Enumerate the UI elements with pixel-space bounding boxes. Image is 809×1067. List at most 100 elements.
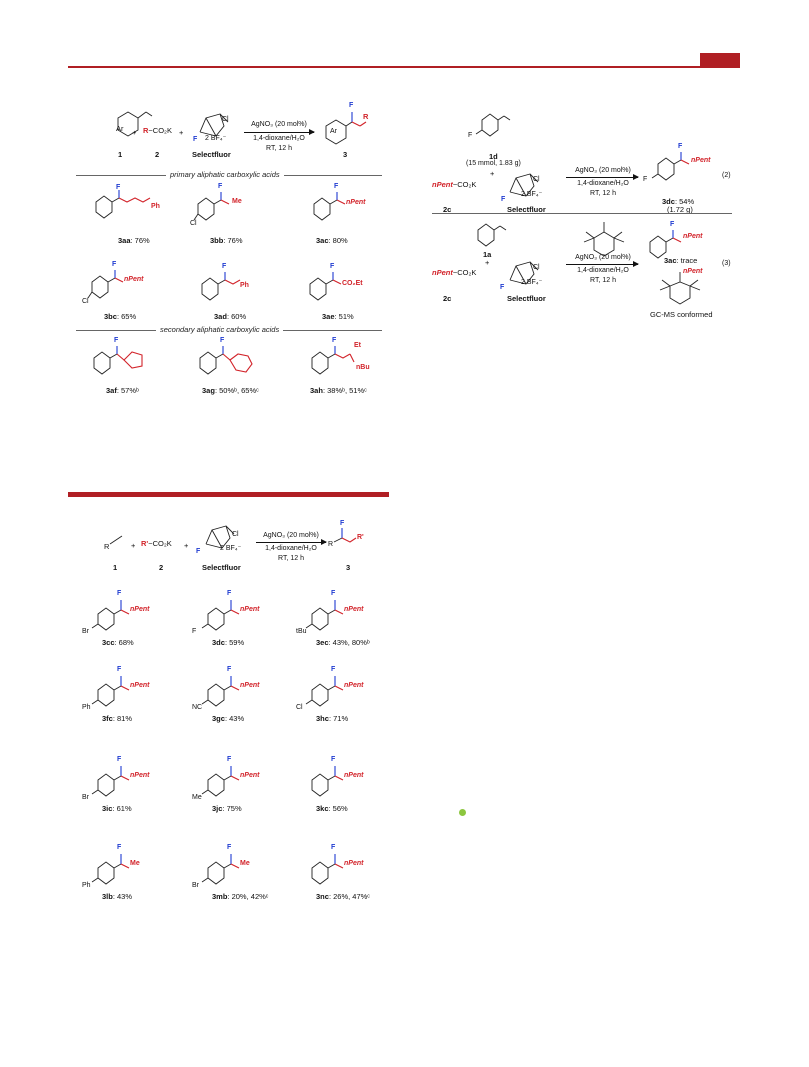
structure-3fc <box>91 676 130 707</box>
plus-s4-1: + <box>131 541 136 550</box>
conditions-s3-line-2: 1,4-dioxane/H₂O <box>577 267 629 274</box>
section-bar <box>68 492 389 497</box>
f-3fc: F <box>117 666 122 673</box>
id-3ac-s3: 3ac <box>664 256 677 265</box>
conditions-s3-line-3: RT, 12 h <box>590 277 616 284</box>
mass-3dc-s2: (1.72 g) <box>667 205 693 214</box>
sub-3dc: F <box>192 628 197 635</box>
product-ar: Ar <box>330 128 337 135</box>
scheme2-divider <box>432 213 732 214</box>
plus-sign: + <box>132 128 137 137</box>
compound-1-label: 1 <box>118 150 123 159</box>
sub-3lb: Ph <box>82 882 91 889</box>
product-3ae-structure <box>309 272 342 301</box>
label-2c-s3: 2c <box>443 294 452 303</box>
product-3ag-structure <box>199 346 253 375</box>
structure-3nc <box>311 854 344 885</box>
group-3dc: nPent <box>240 606 260 613</box>
id-3mb: 3mb <box>212 892 228 901</box>
product-3ad-structure <box>201 272 241 301</box>
product-3ac-structure <box>313 192 346 221</box>
f-sf-s2: F <box>501 196 506 203</box>
group-3jc: nPent <box>240 772 260 779</box>
selectfluor-label-s4: Selectfluor <box>202 563 241 572</box>
conditions-s2-line-3: RT, 12 h <box>590 190 616 197</box>
npent-co2k-s2: nPent <box>432 180 453 189</box>
f-3ic: F <box>117 756 122 763</box>
sub-3fc: Ph <box>82 704 91 711</box>
r-group: R <box>143 126 149 135</box>
group-3ic: nPent <box>130 772 150 779</box>
compound-1a-label: 1a <box>483 250 492 259</box>
f-3ae: F <box>330 263 335 270</box>
yield-3ad: : 60% <box>226 312 247 321</box>
yield-3gc: : 43% <box>224 714 245 723</box>
eq-num-2: (2) <box>722 172 731 179</box>
reaction-arrow-s4 <box>256 539 327 545</box>
yield-3ac-s3: : trace <box>676 256 698 265</box>
group-3gc: nPent <box>240 682 260 689</box>
cl-s2: Cl <box>533 176 540 183</box>
group-3ae: CO₂Et <box>342 280 363 287</box>
status-dot-icon <box>459 809 466 816</box>
f-3ag: F <box>220 337 225 344</box>
conditions-line-3: RT, 12 h <box>266 145 292 152</box>
id-3ic: 3ic <box>102 804 113 813</box>
group-3fc: nPent <box>130 682 150 689</box>
header-block <box>700 53 740 66</box>
product-3af-structure <box>93 346 143 375</box>
sub-3cc: Br <box>82 628 89 635</box>
group1-3ah: Et <box>354 342 361 349</box>
id-3lb: 3lb <box>102 892 113 901</box>
compound-1d-structure <box>475 113 511 137</box>
yield-3kc: : 56% <box>328 804 348 813</box>
npent-product-s2: nPent <box>691 157 711 164</box>
f-3hc: F <box>331 666 336 673</box>
yield-3cc: : 68% <box>114 638 134 647</box>
yield-3hc: : 71% <box>328 714 349 723</box>
r-product-s4: R <box>328 541 334 548</box>
yield-3ag: : 50%ᵇ, 65%ᶜ <box>214 386 259 395</box>
f-3kc: F <box>331 756 336 763</box>
structure-3cc <box>91 600 130 631</box>
reaction-arrow-s2 <box>566 174 639 180</box>
f-sf-s4: F <box>196 548 201 555</box>
id-3af: 3af <box>106 386 117 395</box>
selectfluor-structure-s3 <box>509 261 539 285</box>
reaction-arrow-s3 <box>566 261 639 267</box>
f-3dc: F <box>227 590 232 597</box>
s4-compound-3: 3 <box>346 563 351 572</box>
conditions-s4-line-1: AgNO₃ (20 mol%) <box>263 532 319 539</box>
alkene-structure <box>109 535 123 545</box>
group-3ad: Ph <box>240 282 249 289</box>
compound-3-label: 3 <box>343 150 348 159</box>
product-3dc-structure-s2 <box>651 152 690 181</box>
id-3ae: 3ae <box>322 312 335 321</box>
bf4-s3: 2 BF₄⁻ <box>521 279 543 286</box>
product-3bb-structure <box>193 192 230 221</box>
structure-3lb <box>91 854 130 885</box>
reaction-arrow <box>244 129 315 135</box>
structure-3kc <box>311 766 344 797</box>
conditions-s2-line-2: 1,4-dioxane/H₂O <box>577 180 629 187</box>
yield-3jc: : 75% <box>222 804 242 813</box>
plus-sign-2: + <box>179 128 184 137</box>
product-r: R <box>363 112 369 121</box>
yield-3dc-s2: : 54% <box>674 197 695 206</box>
f-3mb: F <box>227 844 232 851</box>
yield-3af: : 57%ᵇ <box>116 386 139 395</box>
f-product-s4: F <box>340 520 345 527</box>
group-3hc: nPent <box>344 682 364 689</box>
structure-3mb <box>201 854 240 885</box>
bf4-s2: 2 BF₄⁻ <box>521 191 543 198</box>
product-3aa-structure <box>95 190 151 219</box>
co2k-s3: −CO₂K <box>452 268 477 277</box>
id-3ag: 3ag <box>202 386 215 395</box>
yield-3ah: : 38%ᵇ, 51%ᶜ <box>322 386 367 395</box>
sub-3mb: Br <box>192 882 199 889</box>
id-3hc: 3hc <box>316 714 329 723</box>
f-3ec: F <box>331 590 336 597</box>
product-f: F <box>349 102 354 109</box>
s4-compound-2: 2 <box>159 563 164 572</box>
f-3aa: F <box>116 184 121 191</box>
